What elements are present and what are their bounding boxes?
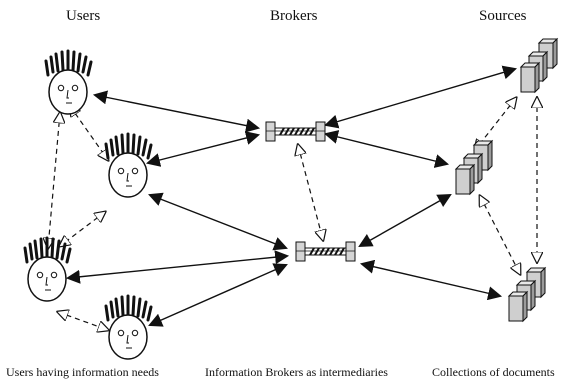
connection-user-bottom-broker-bottom (148, 263, 288, 327)
users-column-label: Users (66, 8, 101, 24)
source-top-icon (519, 37, 559, 94)
brokers-caption: Information Brokers as intermediaries (205, 365, 388, 379)
connection-broker-top-source-top (323, 65, 518, 129)
connection-user-mid-broker-top (145, 131, 261, 167)
connection-user-mid-broker-bottom (148, 192, 288, 251)
users-caption: Users having information needs (6, 365, 159, 379)
source-bottom-icon (507, 266, 547, 323)
dashed-broker-top-broker-bottom (298, 145, 323, 240)
user-bottom-icon (104, 294, 153, 360)
connection-broker-top-source-mid (323, 130, 450, 168)
connection-user-left-broker-bottom (65, 250, 290, 284)
user-mid-icon (104, 132, 153, 198)
brokers-column-label: Brokers (270, 8, 318, 24)
dashed-user-mid-user-left (60, 212, 105, 246)
broker-top-icon (265, 121, 326, 142)
sources-column-label: Sources (479, 8, 527, 24)
connections (48, 65, 537, 330)
sources-caption: Collections of documents (432, 365, 555, 379)
dashed-user-top-user-mid (70, 106, 108, 160)
source-mid-icon (454, 139, 494, 196)
dashed-user-top-user-left (48, 113, 60, 248)
connection-broker-bottom-source-bottom (359, 259, 503, 301)
dashed-source-mid-source-bottom (480, 196, 520, 274)
connection-user-top-broker-top (92, 90, 261, 133)
user-left-icon (23, 236, 72, 302)
connection-broker-bottom-source-mid (358, 193, 452, 248)
user-top-icon (44, 49, 93, 115)
broker-bottom-icon (295, 241, 356, 262)
dashed-user-left-user-bottom (58, 312, 108, 330)
